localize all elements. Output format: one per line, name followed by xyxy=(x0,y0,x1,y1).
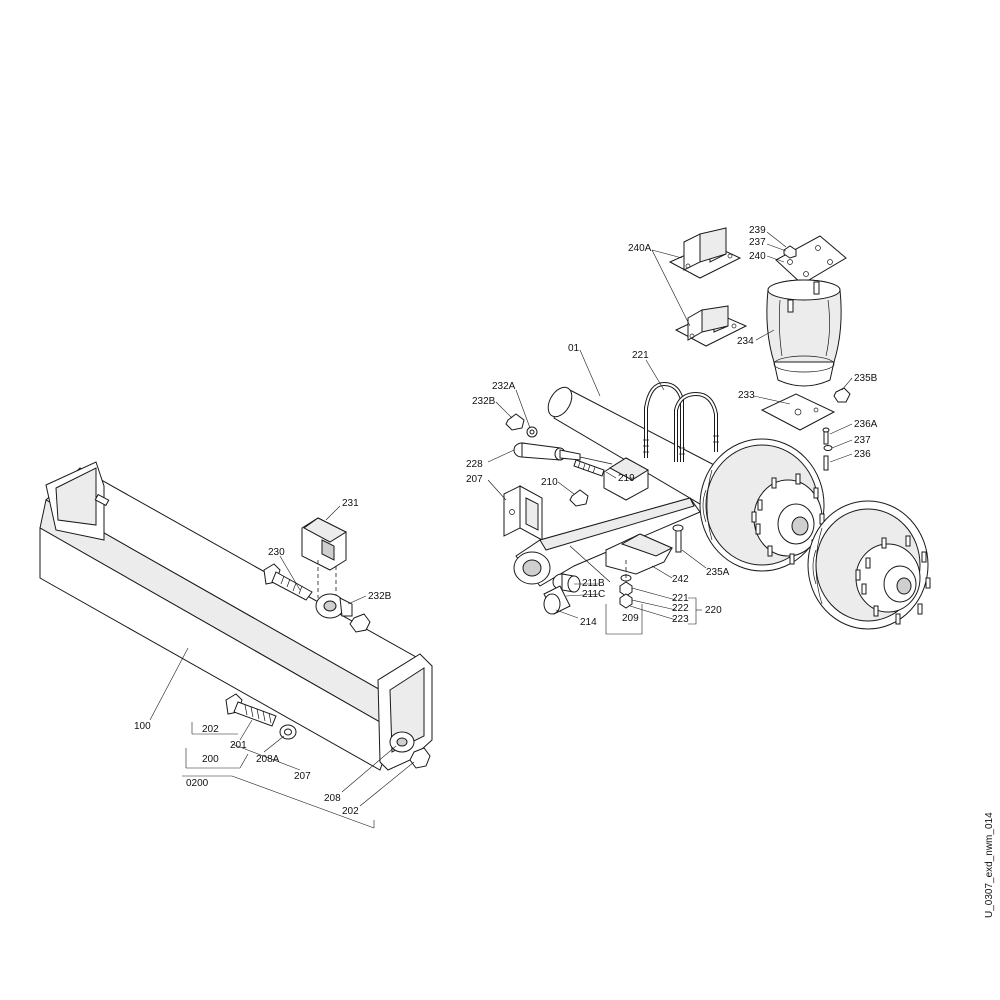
u-bolts-221 xyxy=(643,381,719,462)
bolt-236A xyxy=(822,427,830,445)
label-221-top: 221 xyxy=(632,350,649,361)
nut-235B xyxy=(833,387,851,403)
nut-210 xyxy=(569,489,589,507)
plate-240 xyxy=(775,235,847,285)
label-230: 230 xyxy=(268,547,285,558)
wheel-studs-right xyxy=(855,535,931,625)
label-210: 210 xyxy=(541,477,558,488)
bracket-240A-lower xyxy=(674,305,748,347)
label-207-top: 207 xyxy=(466,474,483,485)
wheel-studs-left xyxy=(751,473,825,565)
bracket-240A-upper xyxy=(668,227,742,279)
bolt-235A xyxy=(672,524,684,553)
label-242: 242 xyxy=(672,574,689,585)
air-spring-234 xyxy=(766,279,842,387)
stud-219 xyxy=(573,459,605,477)
leader-lines xyxy=(149,231,853,829)
label-233: 233 xyxy=(738,390,755,401)
label-214: 214 xyxy=(580,617,597,628)
label-202: 202 xyxy=(342,806,359,817)
label-208A: 208A xyxy=(256,754,280,765)
bolt-230 xyxy=(263,563,313,601)
axle-tube-01 xyxy=(547,386,721,505)
label-211C: 211C xyxy=(582,589,605,600)
label-200: 200 xyxy=(202,754,219,765)
brake-drum xyxy=(699,438,825,572)
nut-232B-top xyxy=(505,413,525,431)
bushing-232B xyxy=(315,593,371,633)
label-222: 222 xyxy=(672,603,689,614)
label-232A: 232A xyxy=(492,381,516,392)
drawing-code: U_0307_exd_nwm_014 xyxy=(984,808,998,918)
label-239: 239 xyxy=(749,225,766,236)
shock-absorber-228 xyxy=(513,442,613,465)
label-100: 100 xyxy=(134,721,151,732)
label-235A: 235A xyxy=(706,567,730,578)
bolt-236 xyxy=(823,455,829,471)
part-labels: 239 237 240 240A 234 01 221 235B 233 232… xyxy=(134,225,878,817)
axle-beam xyxy=(39,461,433,771)
shock-bracket xyxy=(603,457,649,501)
washer-208A xyxy=(279,724,297,740)
label-240: 240 xyxy=(749,251,766,262)
label-202-top: 202 xyxy=(202,724,219,735)
label-232B-top: 232B xyxy=(472,396,496,407)
label-231: 231 xyxy=(342,498,359,509)
bolt-stack-220 xyxy=(619,560,633,609)
label-236: 236 xyxy=(854,449,871,460)
label-219: 219 xyxy=(618,473,635,484)
hanger-bracket-207 xyxy=(503,485,543,541)
bushing-214 xyxy=(543,585,571,615)
washer-237 xyxy=(823,445,833,451)
label-201: 201 xyxy=(230,740,247,751)
label-207: 207 xyxy=(294,771,311,782)
drawing-code-text: U_0307_exd_nwm_014 xyxy=(984,812,995,918)
label-211B: 211B xyxy=(582,578,605,589)
label-237: 237 xyxy=(854,435,871,446)
label-240A: 240A xyxy=(628,243,652,254)
bolt-201 xyxy=(225,693,277,727)
label-209: 209 xyxy=(622,613,639,624)
label-221: 221 xyxy=(672,593,689,604)
label-228: 228 xyxy=(466,459,483,470)
label-220: 220 xyxy=(705,605,722,616)
label-236A: 236A xyxy=(854,419,878,430)
label-0200: 0200 xyxy=(186,778,209,789)
plate-233 xyxy=(760,393,836,431)
label-223: 223 xyxy=(672,614,689,625)
trailing-arm xyxy=(513,497,701,587)
label-235B: 235B xyxy=(854,373,878,384)
brake-disc xyxy=(807,500,931,630)
label-237-top: 237 xyxy=(749,237,766,248)
seat-bracket-242 xyxy=(605,533,674,575)
label-234: 234 xyxy=(737,336,754,347)
label-208: 208 xyxy=(324,793,341,804)
label-232B: 232B xyxy=(368,591,392,602)
washer-232A xyxy=(526,426,538,438)
label-01: 01 xyxy=(568,343,580,354)
